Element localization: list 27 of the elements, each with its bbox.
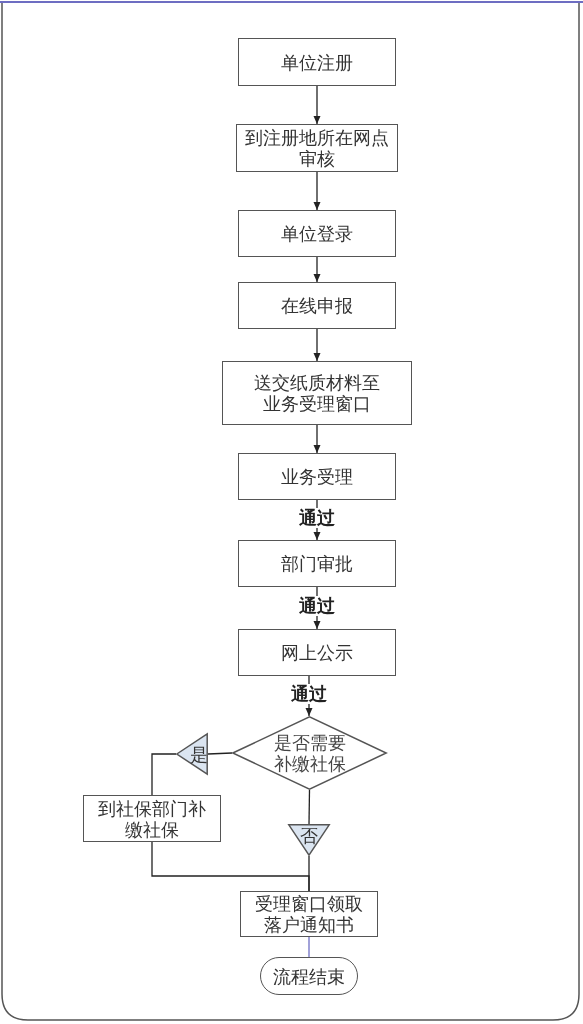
arrow xyxy=(313,171,321,211)
end-terminator: 流程结束 xyxy=(260,957,358,995)
branch-triangle: 否 xyxy=(288,824,330,856)
process-box: 到注册地所在网点审核 xyxy=(236,124,398,172)
process-box: 单位登录 xyxy=(238,210,396,257)
connector-line xyxy=(151,841,310,892)
process-box: 在线申报 xyxy=(238,282,396,329)
edge-label: 通过 xyxy=(298,596,336,616)
connector-line xyxy=(151,753,177,796)
arrow xyxy=(313,424,321,454)
process-box: 送交纸质材料至业务受理窗口 xyxy=(222,361,412,425)
connector-line xyxy=(207,752,233,755)
process-box: 到社保部门补缴社保 xyxy=(83,795,221,842)
connector-line xyxy=(308,789,311,825)
arrow xyxy=(313,256,321,283)
connector-line xyxy=(308,936,310,958)
process-box: 网上公示 xyxy=(238,629,396,676)
edge-label: 通过 xyxy=(298,508,336,528)
process-box: 单位注册 xyxy=(238,38,396,86)
process-box: 部门审批 xyxy=(238,540,396,587)
arrow xyxy=(313,328,321,362)
process-box: 业务受理 xyxy=(238,453,396,500)
decision-diamond: 是否需要补缴社保 xyxy=(232,716,387,790)
arrow xyxy=(313,85,321,125)
process-box: 受理窗口领取落户通知书 xyxy=(240,891,378,937)
branch-triangle: 是 xyxy=(176,733,208,775)
edge-label: 通过 xyxy=(290,684,328,704)
